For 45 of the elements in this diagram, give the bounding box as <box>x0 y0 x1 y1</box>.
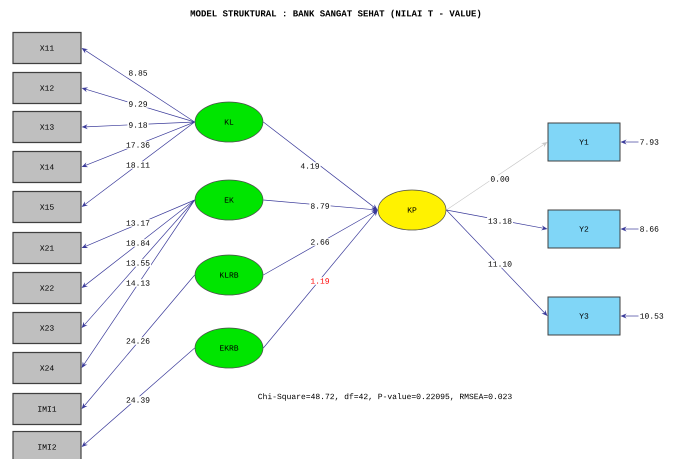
edge-label: 10.53 <box>640 313 664 319</box>
edge-label: 17.36 <box>125 141 151 149</box>
edge-label: 0.00 <box>489 175 511 183</box>
edge-label: 9.29 <box>127 100 149 108</box>
edge-label: 13.18 <box>487 217 513 225</box>
edge-label: 7.93 <box>640 139 658 145</box>
edge-label: 4.19 <box>299 162 321 170</box>
edge-label: 18.11 <box>125 161 151 169</box>
indicator-box: Y1 <box>548 122 620 162</box>
indicator-box: X22 <box>12 272 82 304</box>
indicator-box: Y2 <box>548 210 620 248</box>
edge-label: 24.26 <box>125 337 151 345</box>
edge-label: 13.55 <box>125 259 151 267</box>
indicator-box: IMI2 <box>12 430 82 459</box>
indicator-box: X14 <box>12 150 82 184</box>
fit-statistics: Chi-Square=48.72, df=42, P-value=0.22095, RMSEA=0.023 <box>258 393 512 401</box>
edge-label: 14.13 <box>125 279 151 287</box>
indicator-box: X21 <box>12 232 82 264</box>
edge-label: 8.79 <box>309 202 331 210</box>
arrow <box>446 210 548 316</box>
arrow <box>446 142 548 210</box>
indicator-box: IMI1 <box>12 392 82 426</box>
arrow <box>82 200 195 328</box>
arrow <box>82 200 195 368</box>
title: MODEL STRUKTURAL : BANK SANGAT SEHAT (NILAI T - VALUE) <box>190 10 480 18</box>
edge-label: 8.85 <box>127 69 149 77</box>
arrow <box>82 200 195 288</box>
indicator-box: X12 <box>12 72 82 104</box>
indicator-box: Y3 <box>548 296 620 336</box>
edge-label: 11.10 <box>487 260 513 268</box>
indicator-box: X24 <box>12 352 82 384</box>
edge-label: 9.18 <box>127 121 149 129</box>
edge-label: 1.19 <box>309 277 331 285</box>
indicator-box: X13 <box>12 110 82 144</box>
edge-label: 18.84 <box>125 239 151 247</box>
edge-label: 24.39 <box>125 396 151 404</box>
edge-label: 13.17 <box>125 219 151 227</box>
indicator-box: X11 <box>12 32 82 64</box>
arrow <box>82 348 195 447</box>
arrow <box>82 274 195 409</box>
edge-label: 8.66 <box>640 226 658 232</box>
arrow <box>82 122 195 207</box>
edge-label: 2.66 <box>309 238 331 246</box>
indicator-box: X15 <box>12 190 82 224</box>
indicator-box: X23 <box>12 312 82 344</box>
